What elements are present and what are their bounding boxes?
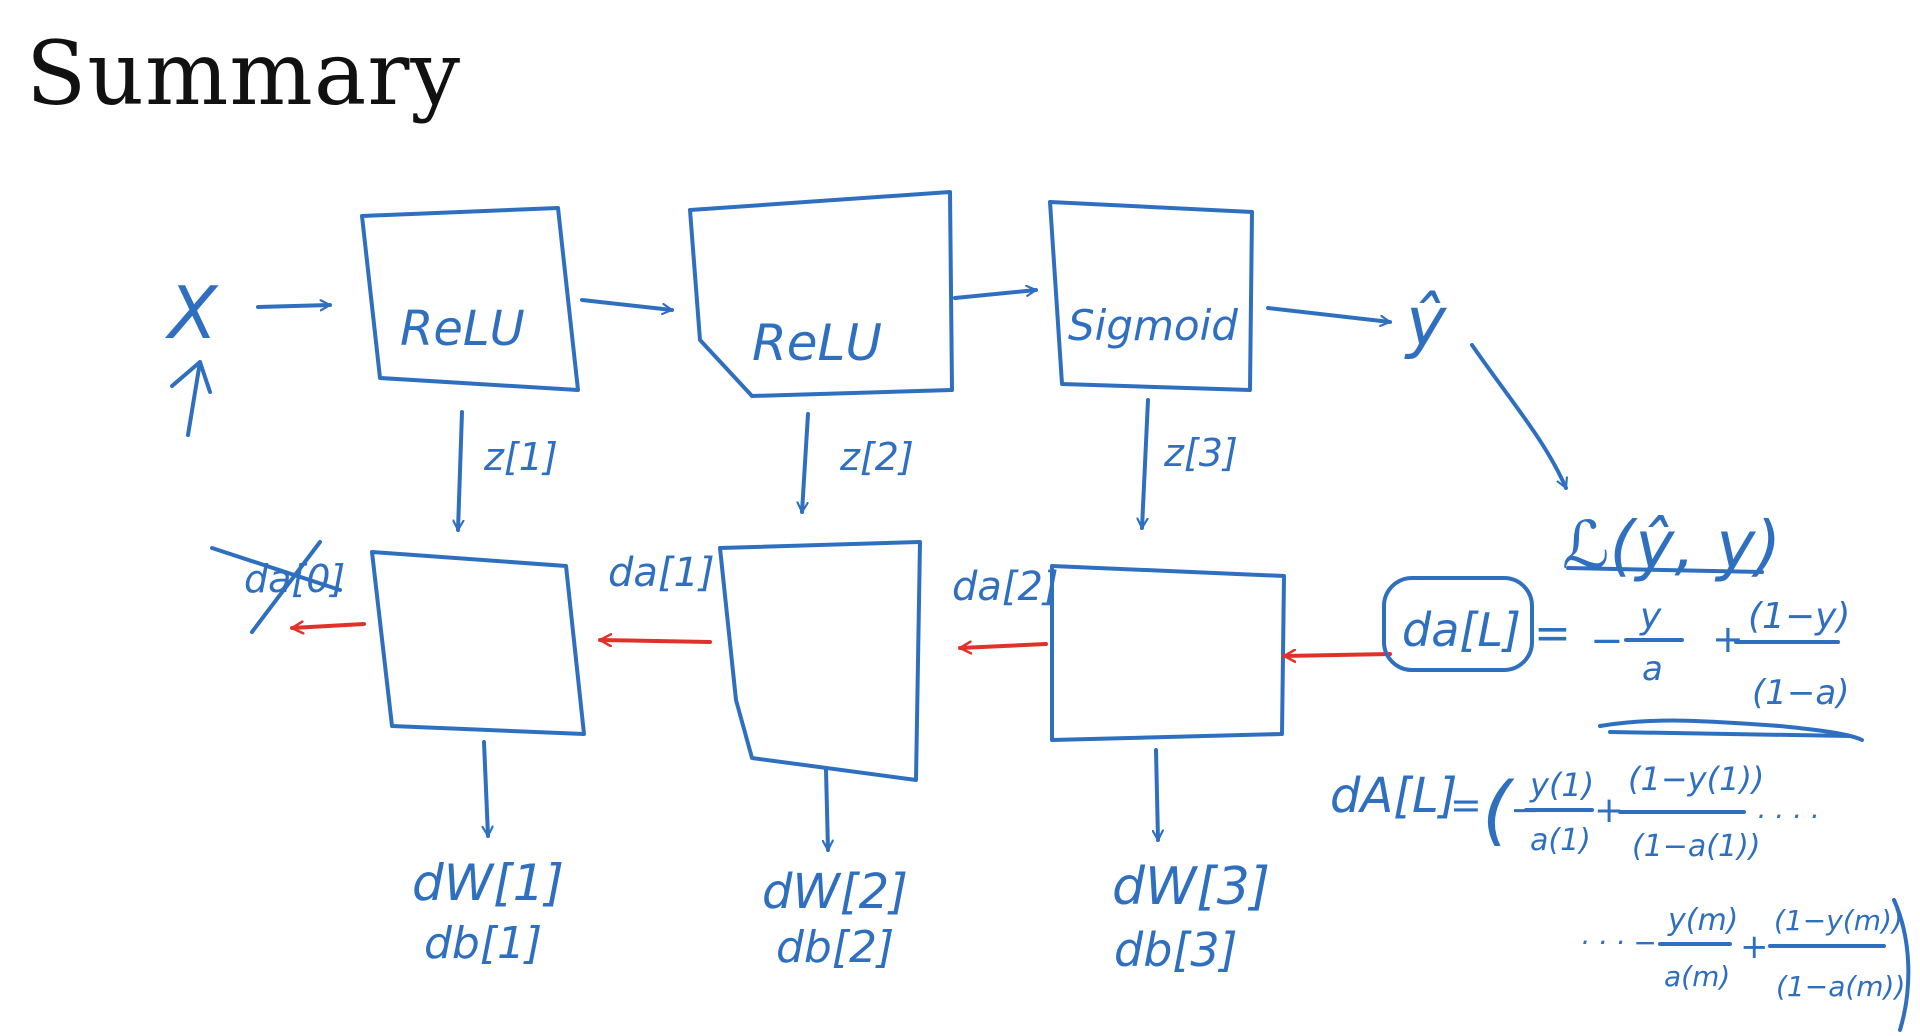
da-eq-equals: = (1534, 608, 1571, 659)
loss-underline (1566, 566, 1764, 574)
da2-label: da[2] (952, 564, 1059, 610)
grad-arrow-2 (826, 768, 828, 852)
da-eq-frac2-den: (1−a) (1752, 673, 1849, 713)
dA-eq-t2-den: (1−a(1)) (1632, 829, 1761, 864)
relu-box-1 (360, 206, 580, 392)
dA-eq-t1-num: y(1) (1529, 766, 1594, 804)
dA-eq-t1-den: a(1) (1530, 823, 1591, 858)
backward-box-2 (718, 540, 922, 782)
z1-arrow (458, 410, 462, 532)
dA-eq-equals: = (1450, 783, 1482, 827)
dA-eq-lhs: dA[L] (1330, 768, 1458, 824)
da-final-equation: = − y a + (1−y) (1−a) (1534, 596, 1864, 742)
grad-arrow-1 (484, 740, 488, 838)
da-eq-plus: + (1712, 617, 1744, 661)
dA-eq-open-paren: ( (1482, 765, 1515, 854)
red-arrow-box1-out (292, 624, 366, 628)
dA-eq-tm-plus: + (1740, 927, 1769, 967)
dA-eq-lead-dots: · · · − (1580, 926, 1657, 959)
db1-label: db[1] (424, 918, 542, 969)
arrow-yhat-to-loss (1470, 343, 1566, 488)
z1-label: z[1] (483, 435, 558, 479)
dA-eq-tm-den: a(m) (1664, 960, 1730, 993)
yhat-label: ŷ (1404, 283, 1447, 362)
sigmoid-box (1048, 200, 1254, 392)
db3-label: db[3] (1114, 923, 1238, 977)
forward-path: X ReLU ReLU Sigmoid ŷ ℒ(ŷ, y) (164, 190, 1781, 584)
input-up-arrow (170, 360, 212, 437)
z-connections: z[1] z[2] z[3] (458, 398, 1238, 532)
dA-eq-tm-num: y(m) (1667, 903, 1738, 938)
red-arrow-box3-to-box2 (960, 644, 1048, 648)
red-arrow-box2-to-box1 (600, 640, 712, 642)
dA-final-equation: dA[L] = ( − y(1) a(1) + (1−y(1)) (1−a(1)… (1330, 760, 1911, 1032)
da1-label: da[1] (608, 550, 715, 596)
da-final-box (1382, 576, 1534, 672)
da-eq-frac2-num: (1−y) (1748, 596, 1850, 637)
da-final-label: da[L] (1402, 603, 1521, 657)
dA-eq-close-paren (1892, 898, 1911, 1032)
da0-strike (210, 540, 342, 634)
dA-eq-dots: · · · · (1756, 800, 1818, 833)
arrow-sigmoid-to-yhat (1266, 306, 1390, 322)
dA-eq-t2-num: (1−y(1)) (1628, 760, 1764, 798)
arrow-x-to-relu1 (256, 305, 332, 307)
dw3-label: dW[3] (1112, 857, 1270, 917)
da-eq-minus: − (1590, 618, 1624, 664)
da-eq-frac1-den: a (1642, 649, 1663, 689)
z2-arrow (802, 412, 810, 512)
dA-eq-tm2-den: (1−a(m)) (1776, 970, 1905, 1003)
arrow-relu1-to-relu2 (580, 298, 672, 310)
relu-box-2 (688, 190, 954, 398)
input-x-label: X (164, 271, 219, 355)
dw1-label: dW[1] (412, 854, 564, 912)
arrow-relu2-to-sigmoid (953, 290, 1036, 300)
dA-eq-tm2-num: (1−y(m)) (1774, 904, 1903, 937)
z2-label: z[2] (839, 435, 914, 479)
db2-label: db[2] (776, 922, 894, 973)
da-eq-frac1-num: y (1639, 596, 1662, 637)
da-eq-underline-2 (1608, 730, 1852, 738)
page-title: Summary (26, 22, 462, 125)
relu-2-label: ReLU (752, 314, 882, 372)
gradient-outputs: dW[1] db[1] dW[2] db[2] dW[3] db[3] (412, 740, 1270, 977)
sigmoid-label: Sigmoid (1068, 301, 1238, 350)
z3-label: z[3] (1163, 431, 1238, 475)
relu-1-label: ReLU (400, 301, 525, 357)
backward-box-3 (1050, 564, 1286, 742)
dw2-label: dW[2] (762, 864, 908, 920)
backward-box-1 (370, 550, 586, 736)
backward-path: da[0] da[1] da[2] da[L] (210, 540, 1534, 782)
red-arrow-into-box3 (1284, 654, 1392, 656)
grad-arrow-3 (1156, 748, 1158, 842)
z3-arrow (1142, 398, 1150, 530)
